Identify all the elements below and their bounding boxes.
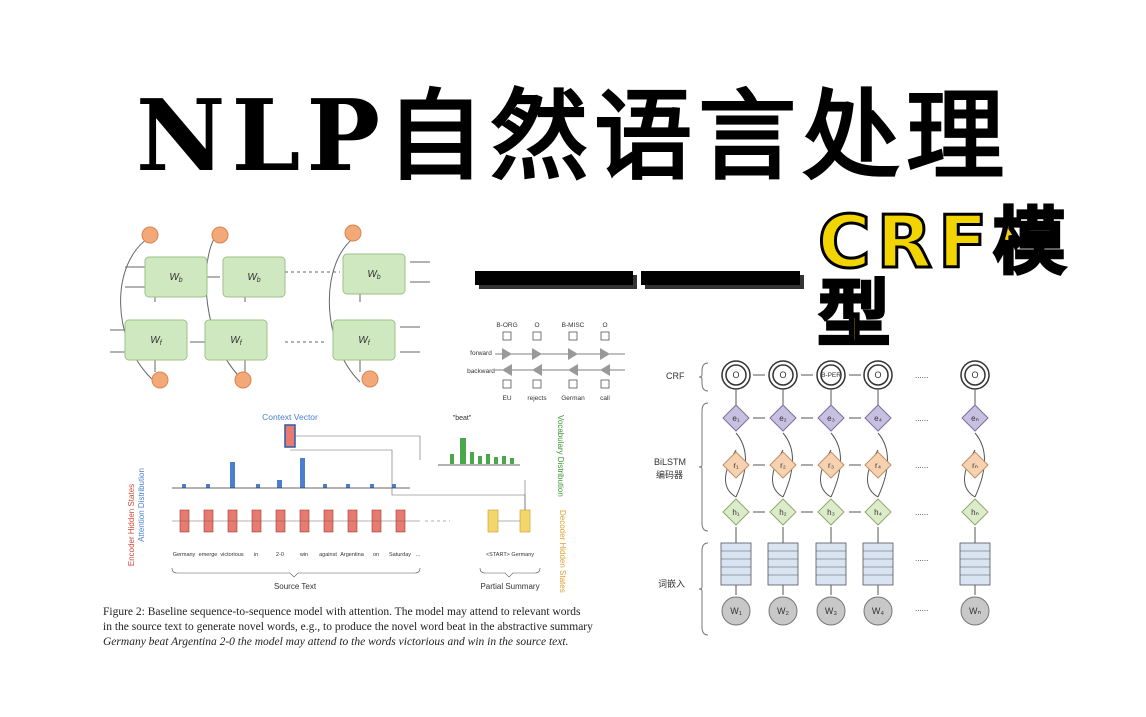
start-label: <START> Germany — [486, 552, 534, 558]
e-node-label: e₂ — [779, 414, 787, 423]
e-node-label: e₄ — [874, 414, 882, 423]
embedding-label: 词嵌入 — [658, 579, 685, 589]
r-node-label: r₂ — [780, 461, 786, 470]
source-text-label: Source Text — [274, 582, 317, 591]
beat-label: "beat" — [453, 415, 472, 422]
bilstm-label: BiLSTM — [654, 457, 686, 467]
h-node-label: h₄ — [874, 508, 882, 517]
w-node-label: W₃ — [825, 606, 837, 616]
partial-summary-label: Partial Summary — [480, 582, 539, 591]
w-node-label: W₂ — [777, 606, 789, 616]
title-dash-1 — [475, 271, 634, 285]
w-node-label: W₁ — [730, 606, 742, 616]
ellipsis: ...... — [915, 604, 928, 613]
source-word: ... — [416, 552, 421, 558]
ellipsis: ...... — [915, 371, 928, 380]
attention-seq2seq-diagram: Context Vector "beat" Vocabulary Distrib… — [127, 412, 567, 593]
source-word: 2-0 — [276, 552, 284, 558]
word-label: call — [600, 395, 610, 402]
subtitle: CRF模型 — [475, 205, 1146, 352]
ellipsis: ...... — [915, 461, 928, 470]
encoder-label: 编码器 — [656, 469, 683, 480]
crf-node-label: O — [874, 370, 881, 380]
crf-label: CRF — [666, 371, 685, 381]
forward-label: forward — [470, 350, 492, 357]
source-word: Saturday — [389, 552, 411, 558]
word-label: rejects — [527, 395, 547, 402]
w-node-label: Wₙ — [969, 606, 981, 616]
r-node-label: rₙ — [972, 461, 978, 470]
ellipsis: ...... — [915, 508, 928, 517]
h-node-label: hₙ — [971, 508, 979, 517]
encoder-label: Encoder Hidden States — [127, 484, 136, 566]
page-title: NLP自然语言处理 — [135, 79, 1011, 194]
e-node-label: e₁ — [732, 414, 739, 423]
svg-text:Wf: Wf — [358, 335, 370, 347]
tag-label: O — [602, 322, 607, 329]
source-word: emerge — [199, 552, 218, 558]
source-word: victorious — [220, 552, 243, 558]
figure-caption: Figure 2: Baseline sequence-to-sequence … — [103, 605, 603, 650]
vocab-label: Vocabulary Distribution — [556, 415, 565, 497]
e-node-label: e₃ — [827, 414, 835, 423]
source-word: in — [254, 552, 258, 558]
word-label: German — [561, 395, 585, 402]
bidirectional-rnn-diagram: Wb Wb Wb Wf Wf Wf — [110, 224, 430, 389]
word-label: EU — [502, 395, 511, 402]
decoder-label: Decoder Hidden States — [558, 510, 567, 593]
svg-text:Wf: Wf — [150, 335, 162, 347]
h-node-label: h₃ — [827, 508, 835, 517]
context-vector-label: Context Vector — [262, 412, 318, 422]
caption-line: Figure 2: Baseline sequence-to-sequence … — [103, 606, 581, 618]
source-word: against — [319, 552, 337, 558]
source-word: Argentina — [340, 552, 364, 558]
r-node-label: r₄ — [875, 461, 881, 470]
source-word: Germany — [173, 552, 196, 558]
crf-node-label: O — [732, 370, 739, 380]
e-node-label: eₙ — [971, 414, 979, 423]
crf-node-label: O — [779, 370, 786, 380]
tagging-lstm-diagram: B-ORG O B-MISC O EU rejects German call … — [467, 322, 625, 402]
source-word: on — [373, 552, 379, 558]
ellipsis: ...... — [915, 414, 928, 423]
r-node-label: r₃ — [828, 461, 834, 470]
ellipsis: ...... — [915, 554, 928, 563]
bilstm-crf-diagram: CRF BiLSTM 编码器 词嵌入 ...... ...... ...... … — [654, 360, 991, 636]
tag-label: B-ORG — [496, 322, 517, 329]
attention-dist-label: Attention Distribution — [137, 468, 146, 542]
crf-node-label: O — [971, 370, 978, 380]
source-word: win — [299, 552, 308, 558]
caption-line: Germany beat Argentina 2-0 the model may… — [103, 636, 569, 648]
title-dash-2 — [641, 271, 800, 285]
subtitle-text: CRF模型 — [816, 200, 1072, 356]
tag-label: B-MISC — [562, 322, 585, 329]
r-node-label: r₁ — [733, 461, 739, 470]
backward-label: backward — [467, 368, 495, 375]
h-node-label: h₁ — [732, 508, 739, 517]
svg-text:Wf: Wf — [230, 335, 242, 347]
w-node-label: W₄ — [872, 606, 884, 616]
h-node-label: h₂ — [779, 508, 787, 517]
tag-label: O — [534, 322, 539, 329]
caption-line: in the source text to generate novel wor… — [103, 621, 593, 633]
crf-node-label: B-PER — [821, 372, 841, 379]
